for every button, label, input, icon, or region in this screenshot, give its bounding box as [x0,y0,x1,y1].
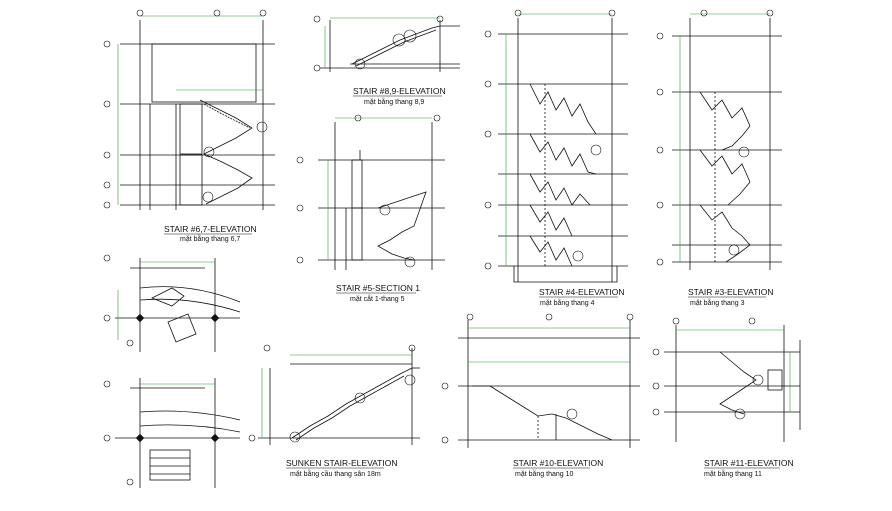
stair-3-subtitle: mặt bằng thang 3 [690,298,745,307]
stair-10-subtitle: mặt bằng thang 10 [515,469,573,478]
plan-detail-upper [103,254,241,352]
plan-detail-lower [103,378,241,488]
stair-5-title: STAIR #5-SECTION 1 [336,283,420,293]
stair-8-9-subtitle: mặt bằng thang 8,9 [364,97,424,106]
stair-8-9-title: STAIR #8,9-ELEVATION [353,86,446,96]
drawing-stair-6-7: STAIR #6,7-ELEVATION mặt bằng thang 6,7 [103,9,275,243]
stair-4-title: STAIR #4-ELEVATION [539,287,625,297]
drawing-stair-8-9: STAIR #8,9-ELEVATION mặt bằng thang 8,9 [313,15,460,106]
drawing-sunken: SUNKEN STAIR-ELEVATION mặt bằng cầu than… [248,344,420,478]
drawing-stair-4: STAIR #4-ELEVATION mặt bằng thang 4 [484,9,628,307]
stair-6-7-subtitle: mặt bằng thang 6,7 [180,234,240,243]
stair-3-title: STAIR #3-ELEVATION [688,287,774,297]
drawing-stair-11: STAIR #11-ELEVATION mặt bằng thang 11 [652,317,801,478]
sunken-title: SUNKEN STAIR-ELEVATION [286,458,397,468]
title-underlines [164,95,780,469]
drawing-stair-3: STAIR #3-ELEVATION mặt bằng thang 3 [656,9,782,307]
stair-5-subtitle: mặt cắt 1-thang 5 [350,294,405,303]
drawing-stair-5: STAIR #5-SECTION 1 mặt cắt 1-thang 5 [296,114,445,303]
stair-10-title: STAIR #10-ELEVATION [513,458,603,468]
stair-6-7-title: STAIR #6,7-ELEVATION [164,224,257,234]
stair-11-subtitle: mặt bằng thang 11 [704,469,762,478]
sunken-subtitle: mặt bằng cầu thang sân 18m [290,469,381,478]
stair-11-title: STAIR #11-ELEVATION [704,458,794,468]
drawing-stair-10: STAIR #10-ELEVATION mặt bằng thang 10 [441,313,640,478]
stair-4-subtitle: mặt bằng thang 4 [540,298,595,307]
